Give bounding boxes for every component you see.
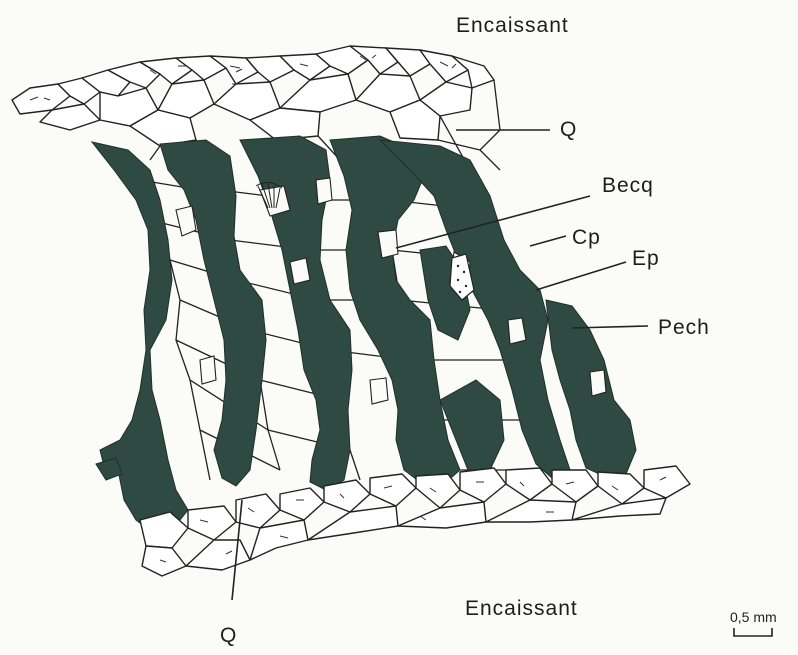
label-becq: Becq [602, 174, 654, 198]
label-encaissant-bottom: Encaissant [465, 597, 578, 621]
label-q-top: Q [560, 118, 577, 142]
label-pech: Pech [658, 316, 710, 340]
label-ep: Ep [632, 247, 660, 271]
upper-wall-rock-grains [12, 46, 494, 146]
label-cp: Cp [572, 226, 601, 250]
scale-bar-label: 0,5 mm [730, 609, 777, 625]
leader-ep [536, 262, 626, 290]
leader-cp [530, 236, 566, 246]
lower-wall-rock-grains [140, 466, 690, 576]
label-encaissant-top: Encaissant [456, 14, 569, 38]
label-q-bottom: Q [220, 624, 237, 648]
scale-bar [734, 628, 772, 636]
